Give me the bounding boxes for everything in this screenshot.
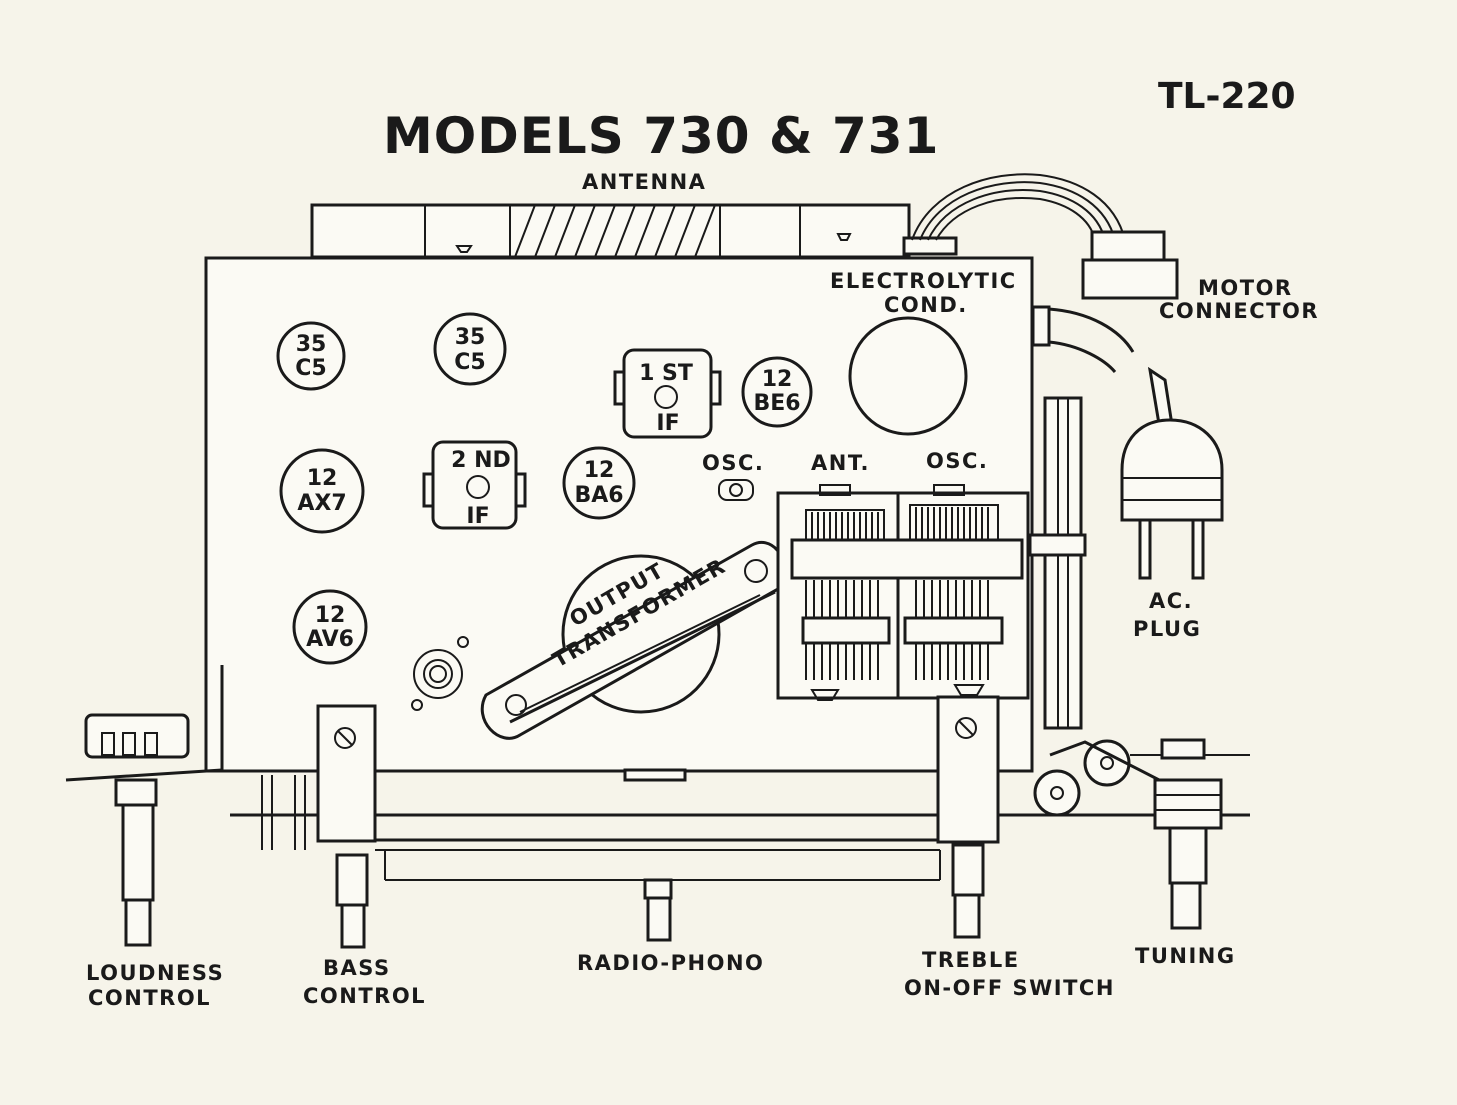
label-treble-1: TREBLE: [922, 948, 1020, 972]
svg-text:35: 35: [296, 332, 327, 357]
label-ant-gang: ANT.: [811, 451, 870, 475]
loudness-control-knob[interactable]: [84, 713, 190, 947]
svg-text:C5: C5: [454, 350, 485, 375]
svg-text:12: 12: [762, 367, 793, 392]
tube-12ax7: 12 AX7: [279, 448, 365, 534]
svg-text:BA6: BA6: [574, 483, 623, 508]
ferrite-antenna: [310, 203, 911, 259]
ac-cord: [1031, 305, 1174, 433]
electrolytic-capacitor: [848, 316, 968, 436]
label-osc-coil: OSC.: [702, 451, 764, 475]
label-electrolytic-1: ELECTROLYTIC: [830, 269, 1017, 293]
label-treble-2: ON-OFF SWITCH: [904, 976, 1115, 1000]
if-transformer-first: 1 ST IF: [613, 348, 722, 439]
svg-text:12: 12: [584, 458, 615, 483]
label-bass-2: CONTROL: [303, 984, 426, 1008]
chassis-jack: [411, 636, 469, 711]
antenna-coil-winding: [514, 204, 716, 258]
label-antenna: ANTENNA: [582, 170, 706, 194]
svg-text:C5: C5: [295, 356, 326, 381]
diagram-code: TL-220: [1158, 76, 1296, 117]
label-electrolytic-2: COND.: [884, 293, 968, 317]
radio-phono-switch-knob[interactable]: [623, 768, 687, 942]
bass-control-knob[interactable]: [316, 704, 377, 949]
tube-12ba6: 12 BA6: [562, 446, 636, 520]
tuning-knob[interactable]: [1153, 738, 1223, 930]
label-loudness-1: LOUDNESS: [86, 961, 224, 985]
tube-35c5-left: 35 C5: [276, 321, 346, 391]
motor-wire-bundle: [902, 173, 1179, 300]
tube-12av6: 12 AV6: [292, 589, 368, 665]
svg-text:IF: IF: [656, 411, 679, 436]
svg-text:2 ND: 2 ND: [451, 448, 511, 473]
dial-drive-assembly: [1028, 396, 1191, 817]
svg-text:IF: IF: [466, 504, 489, 529]
svg-text:12: 12: [315, 603, 346, 628]
tuning-gang-capacitor: [776, 484, 1030, 701]
svg-text:12: 12: [307, 466, 338, 491]
label-ac-1: AC.: [1149, 589, 1193, 613]
ac-plug: [1120, 418, 1224, 580]
label-motor-2: CONNECTOR: [1159, 299, 1319, 323]
svg-text:AV6: AV6: [306, 627, 354, 652]
label-radio-phono: RADIO-PHONO: [577, 951, 764, 975]
svg-text:35: 35: [455, 325, 486, 350]
diagram-title: MODELS 730 & 731: [383, 107, 939, 165]
label-tuning: TUNING: [1135, 944, 1236, 968]
label-motor-1: MOTOR: [1198, 276, 1293, 300]
label-bass-1: BASS: [323, 956, 391, 980]
svg-text:1 ST: 1 ST: [639, 361, 693, 386]
label-osc-gang: OSC.: [926, 449, 988, 473]
label-ac-2: PLUG: [1133, 617, 1201, 641]
if-transformer-second: 2 ND IF: [422, 440, 527, 530]
osc-coil: [718, 479, 754, 501]
tube-35c5-right: 35 C5: [433, 312, 507, 386]
label-loudness-2: CONTROL: [88, 986, 211, 1010]
svg-text:AX7: AX7: [297, 491, 346, 516]
svg-text:BE6: BE6: [753, 391, 800, 416]
tube-12be6: 12 BE6: [741, 356, 813, 428]
treble-switch-knob[interactable]: [936, 695, 1000, 939]
